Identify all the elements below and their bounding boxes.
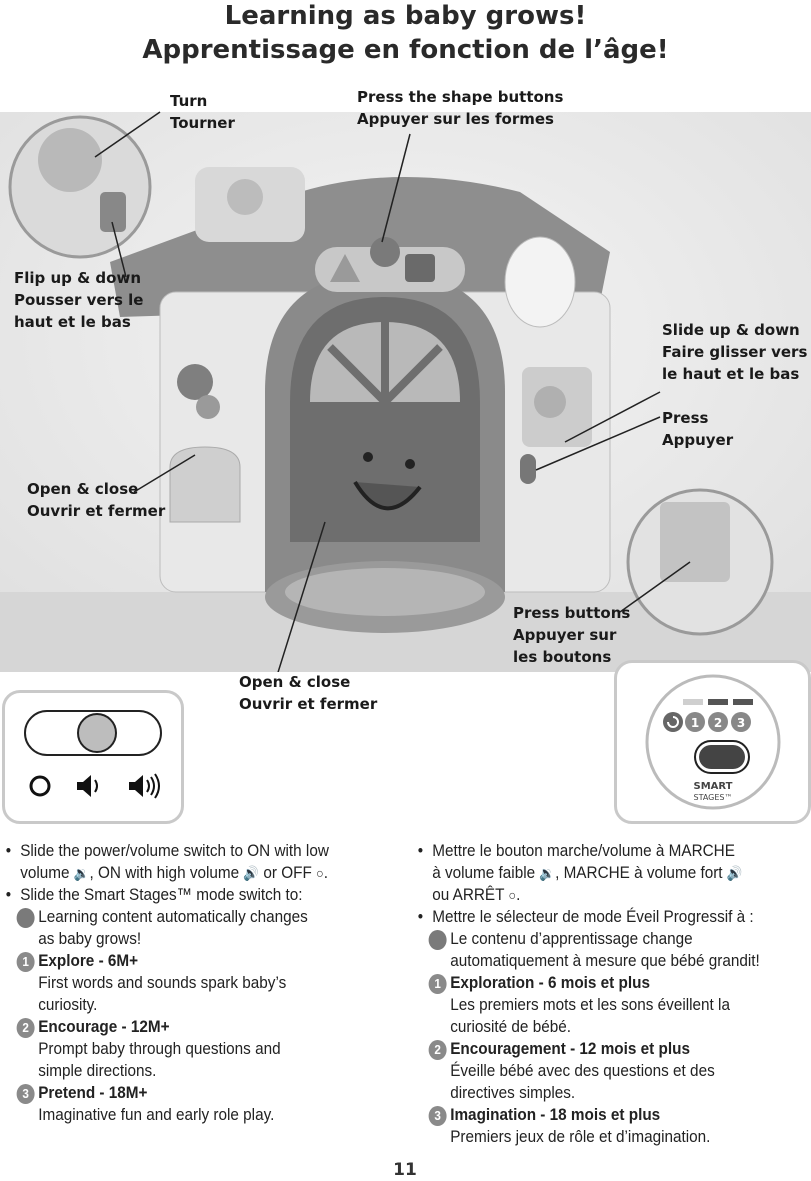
high-volume-icon: 🔊 — [243, 865, 260, 881]
callout-slide-en: Slide up & down — [662, 321, 800, 339]
low-volume-icon — [77, 775, 98, 797]
callout-slide: Slide up & down Faire glisser vers le ha… — [662, 319, 807, 385]
page-number: 11 — [393, 1160, 417, 1180]
callout-flip-en: Flip up & down — [14, 269, 142, 287]
high-volume-icon: 🔊 — [726, 865, 743, 881]
off-icon: ○ — [508, 887, 517, 903]
callout-shape-buttons-fr: Appuyer sur les formes — [357, 110, 554, 128]
power-volume-switch-panel — [2, 690, 184, 824]
callout-open-door-fr: Ouvrir et fermer — [239, 695, 378, 713]
callout-press-buttons: Press buttons Appuyer sur les boutons — [513, 602, 630, 668]
list-item: • Slide the Smart Stages™ mode switch to… — [5, 885, 303, 904]
instructions-english: • Slide the power/volume switch to ON wi… — [4, 840, 382, 1126]
callout-turn: Turn Tourner — [170, 90, 235, 134]
low-volume-icon: 🔉 — [539, 865, 556, 881]
callout-open-door-en: Open & close — [239, 673, 351, 691]
instructions-french: • Mettre le bouton marche/volume à MARCH… — [416, 840, 811, 1148]
stage-number-2: 2 — [714, 716, 722, 730]
toy-house-illustration — [0, 111, 811, 672]
callout-flip-fr-1: Pousser vers le — [14, 291, 144, 309]
off-icon: ○ — [316, 865, 324, 881]
callout-turn-fr: Tourner — [170, 114, 235, 132]
page-title-french: Apprentissage en fonction de l’âge! — [142, 35, 669, 65]
list-item: • Slide the power/volume switch to ON wi… — [5, 841, 329, 882]
callout-slide-fr-2: le haut et le bas — [662, 365, 800, 383]
auto-mode-description: Le contenu d’apprentissage change automa… — [416, 928, 811, 972]
callout-slide-fr-1: Faire glisser vers — [662, 343, 808, 361]
callout-press-buttons-fr-2: les boutons — [513, 648, 612, 666]
callout-press: Press Appuyer — [662, 407, 733, 451]
callout-shape-buttons-en: Press the shape buttons — [357, 88, 564, 106]
auto-mode-description: Learning content automatically changes a… — [4, 906, 382, 950]
smart-stages-brand: SMART — [694, 781, 733, 792]
off-icon — [29, 775, 51, 797]
callout-open-mailbox-fr: Ouvrir et fermer — [27, 502, 166, 520]
list-item: • Mettre le bouton marche/volume à MARCH… — [417, 841, 743, 904]
cycle-icon — [663, 712, 683, 732]
callout-shape-buttons: Press the shape buttons Appuyer sur les … — [357, 86, 563, 130]
callout-open-mailbox-en: Open & close — [27, 480, 139, 498]
stage-item: 1 Exploration - 6 mois et plus Les premi… — [416, 972, 811, 1038]
stage-item: 1 Explore - 6M+ First words and sounds s… — [4, 950, 382, 1016]
smart-stages-switch: 1 2 3 SMART STAGES™ — [645, 674, 781, 810]
cycle-icon — [16, 908, 35, 928]
cycle-icon — [428, 930, 447, 950]
list-item: • Mettre le sélecteur de mode Éveil Prog… — [417, 907, 754, 926]
callout-press-en: Press — [662, 409, 709, 427]
callout-flip: Flip up & down Pousser vers le haut et l… — [14, 267, 143, 333]
callout-open-mailbox: Open & close Ouvrir et fermer — [27, 478, 165, 522]
low-volume-icon: 🔉 — [73, 865, 90, 881]
callout-press-buttons-en: Press buttons — [513, 604, 631, 622]
callout-open-door: Open & close Ouvrir et fermer — [239, 671, 377, 715]
callout-press-buttons-fr-1: Appuyer sur — [513, 626, 617, 644]
callout-press-fr: Appuyer — [662, 431, 734, 449]
stage-item: 2 Encouragement - 12 mois et plus Éveill… — [416, 1038, 811, 1104]
smart-stages-panel: 1 2 3 SMART STAGES™ — [614, 660, 811, 824]
smart-stages-brand-sub: STAGES™ — [693, 793, 732, 802]
callout-flip-fr-2: haut et le bas — [14, 313, 131, 331]
stage-item: 3 Imagination - 18 mois et plus Premiers… — [416, 1104, 811, 1148]
power-volume-switch — [24, 710, 162, 799]
callout-turn-en: Turn — [170, 92, 208, 110]
stage-item: 3 Pretend - 18M+ Imaginative fun and ear… — [4, 1082, 382, 1126]
stage-number-1: 1 — [691, 716, 699, 730]
high-volume-icon — [129, 773, 160, 799]
page-title-english: Learning as baby grows! — [224, 1, 587, 31]
stage-item: 2 Encourage - 12M+ Prompt baby through q… — [4, 1016, 382, 1082]
stage-number-3: 3 — [737, 716, 745, 730]
